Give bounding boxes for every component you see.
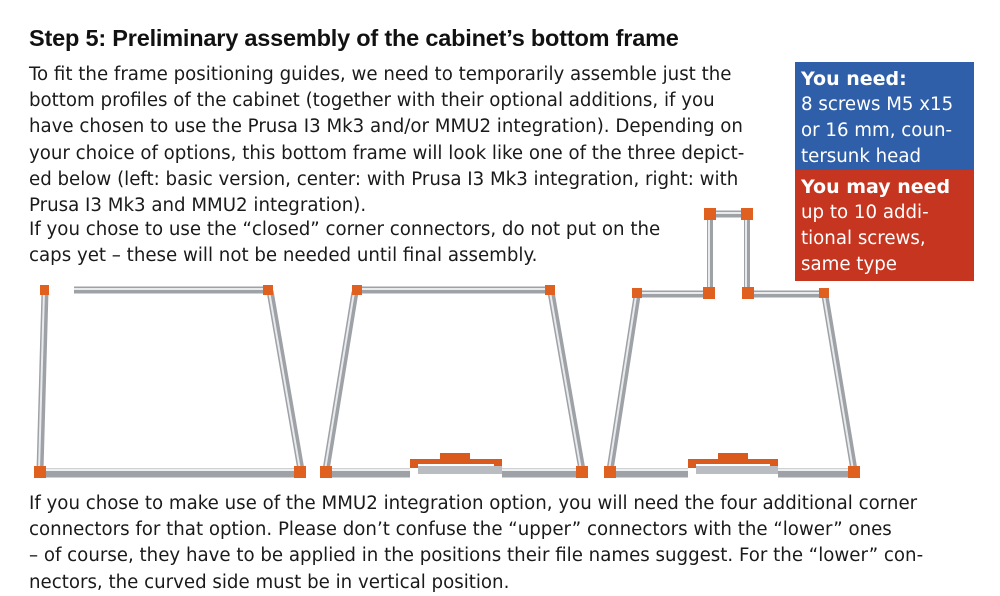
corner-connector (263, 285, 273, 295)
you-need-line: 8 screws M5 x15 (801, 94, 954, 115)
you-may-need-box: You may need up to 10 addi- tional screw… (795, 170, 974, 281)
mmu2-lower-connector (703, 287, 715, 299)
you-need-line: or 16 mm, coun- (801, 120, 953, 142)
closed-line: caps yet – these will not be needed unti… (29, 245, 538, 267)
frame-basic (34, 285, 306, 478)
mmu2-lower-connector (742, 287, 754, 299)
frame-mk3 (320, 285, 588, 478)
you-need-title: You need: (801, 68, 907, 90)
corner-connector (848, 466, 860, 478)
mmu2-upper-connector (741, 208, 753, 220)
closed-line: If you chose to use the “closed” corner … (29, 219, 661, 240)
mmu2-line: If you chose to make use of the MMU2 int… (29, 493, 918, 514)
intro-line: your choice of options, this bottom fram… (29, 142, 745, 164)
corner-connector (576, 466, 588, 478)
frame-mk3-mmu2 (604, 208, 860, 478)
you-may-need-title: You may need (801, 176, 951, 198)
intro-line: have chosen to use the Prusa I3 Mk3 and/… (29, 116, 743, 138)
corner-connector (604, 466, 616, 478)
corner-connector (632, 288, 642, 298)
mmu2-paragraph: If you chose to make use of the MMU2 int… (29, 491, 923, 596)
you-may-need-line: tional screws, (801, 228, 926, 250)
you-may-need-line: up to 10 addi- (801, 202, 929, 223)
mk3-connector-piece (688, 453, 778, 468)
you-need-line: tersunk head (801, 146, 922, 168)
mmu2-line: nectors, the curved side must be in vert… (29, 571, 510, 593)
step-title: Step 5: Preliminary assembly of the cabi… (29, 25, 679, 51)
mmu2-line: – of course, they have to be applied in … (29, 545, 924, 567)
you-need-box: You need: 8 screws M5 x15 or 16 mm, coun… (795, 62, 974, 170)
intro-paragraph: To fit the frame positioning guides, we … (29, 62, 744, 219)
mmu2-upper-connector (704, 208, 716, 220)
corner-connector (320, 466, 332, 478)
mmu2-line: connectors for that option. Please don’t… (29, 519, 892, 541)
intro-line: bottom profiles of the cabinet (together… (29, 90, 715, 112)
mk3-connector-piece (410, 453, 502, 468)
you-may-need-line: same type (801, 254, 897, 276)
corner-connector (40, 285, 49, 295)
corner-connector (545, 285, 555, 295)
corner-connector (34, 466, 46, 478)
intro-line: ed below (left: basic version, center: w… (29, 168, 739, 190)
intro-line: To fit the frame positioning guides, we … (29, 64, 732, 85)
corner-connector (352, 285, 362, 295)
corner-connector (294, 466, 306, 478)
closed-connectors-paragraph: If you chose to use the “closed” corner … (29, 217, 660, 269)
intro-line: Prusa I3 Mk3 and MMU2 integration). (29, 195, 367, 217)
corner-connector (819, 288, 829, 298)
